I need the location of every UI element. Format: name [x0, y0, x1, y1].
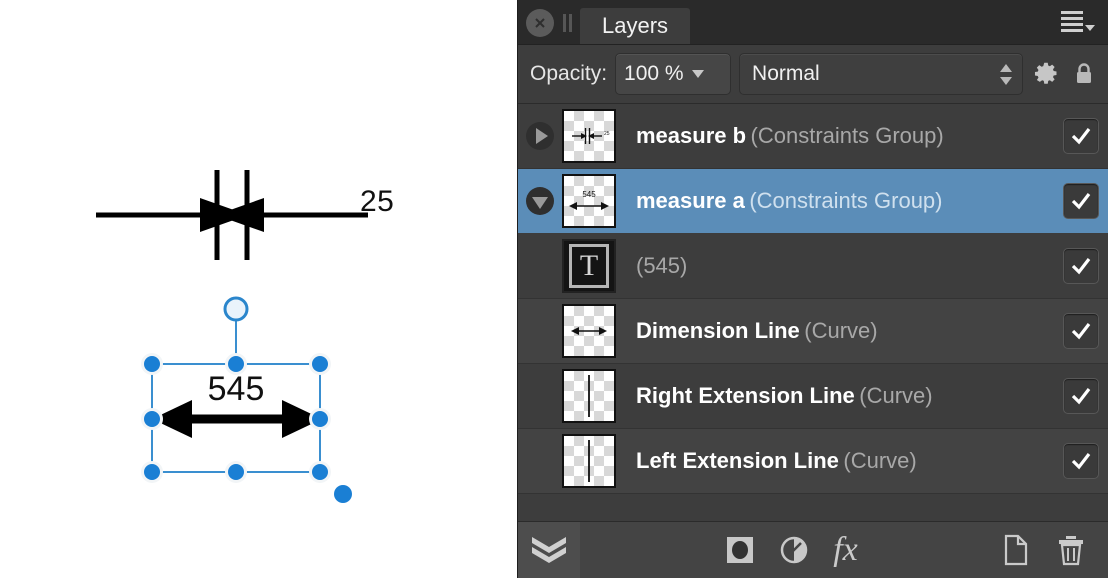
table-row[interactable]: Right Extension Line (Curve) [518, 364, 1108, 429]
adjustment-icon[interactable] [779, 535, 809, 565]
table-row[interactable]: Dimension Line (Curve) [518, 299, 1108, 364]
layer-name-cell: Right Extension Line (Curve) [616, 383, 1063, 409]
layer-visibility-checkbox[interactable] [1063, 443, 1099, 479]
fx-label: fx [833, 531, 858, 568]
layer-thumbnail[interactable]: 25 [562, 109, 616, 163]
layers-panel: Layers Opacity: 100 % Normal [517, 0, 1108, 578]
layer-visibility-checkbox[interactable] [1063, 313, 1099, 349]
chevron-down-icon[interactable] [691, 70, 704, 78]
disclosure-triangle-expanded[interactable] [518, 187, 562, 215]
layer-visibility-checkbox[interactable] [1063, 118, 1099, 154]
layer-kind: (Curve) [859, 383, 933, 408]
table-row[interactable]: T (545) [518, 234, 1108, 299]
opacity-input[interactable]: 100 % [615, 53, 732, 95]
measure-b-artwork[interactable] [80, 160, 420, 270]
chevron-down-icon [1085, 25, 1095, 31]
hamburger-bars [1061, 11, 1083, 32]
document-canvas[interactable]: 25 545 [0, 0, 517, 578]
panel-menu-icon[interactable] [1061, 11, 1095, 32]
tab-layers[interactable]: Layers [580, 8, 691, 44]
layer-list[interactable]: 25 measure b (Constraints Group) [518, 104, 1108, 521]
table-row[interactable]: 545 measure a (Constraints Group) [518, 169, 1108, 234]
disclosure-triangle-collapsed[interactable] [518, 122, 562, 150]
new-layer-icon[interactable] [1003, 534, 1029, 566]
layer-kind: (Curve) [804, 318, 878, 343]
tab-layers-label: Layers [602, 13, 669, 38]
layer-name: measure b [636, 123, 747, 148]
blend-mode-value: Normal [752, 62, 820, 85]
opacity-label: Opacity: [530, 62, 608, 85]
panel-tabbar: Layers [518, 0, 1108, 45]
measure-a-value-label: 545 [207, 370, 265, 408]
layer-stack-icon[interactable] [518, 522, 580, 578]
chevron-right-icon [535, 128, 548, 144]
chevron-down-icon [532, 196, 548, 209]
layer-visibility-checkbox[interactable] [1063, 248, 1099, 284]
pause-grip-icon[interactable] [560, 12, 574, 34]
close-icon[interactable] [526, 9, 554, 37]
layer-visibility-checkbox[interactable] [1063, 378, 1099, 414]
layer-thumbnail[interactable] [562, 369, 616, 423]
blend-mode-select[interactable]: Normal [739, 53, 1023, 95]
add-mask-icon[interactable] [725, 535, 755, 565]
layer-name: Right Extension Line [636, 383, 855, 408]
table-row[interactable]: 25 measure b (Constraints Group) [518, 104, 1108, 169]
layer-name-cell: measure a (Constraints Group) [616, 188, 1063, 214]
layer-thumbnail[interactable]: 545 [562, 174, 616, 228]
bottom-toolbar-center: fx [580, 533, 1003, 567]
svg-text:545: 545 [582, 190, 596, 199]
layer-name-cell: Dimension Line (Curve) [616, 318, 1063, 344]
opacity-value: 100 % [624, 62, 684, 85]
table-row[interactable]: Left Extension Line (Curve) [518, 429, 1108, 494]
measure-a-selection-group[interactable] [130, 292, 400, 517]
layer-thumbnail[interactable]: T [562, 239, 616, 293]
layer-thumbnail[interactable] [562, 434, 616, 488]
layer-name: (545) [636, 253, 688, 278]
layer-name-cell: Left Extension Line (Curve) [616, 448, 1063, 474]
layer-kind: (Constraints Group) [750, 123, 944, 148]
fx-icon[interactable]: fx [833, 533, 858, 567]
stepper-up-icon[interactable] [1000, 63, 1012, 72]
blend-mode-stepper[interactable] [1000, 63, 1014, 85]
disclosure-circle [526, 122, 554, 150]
layer-name-cell: measure b (Constraints Group) [616, 123, 1063, 149]
gear-icon[interactable] [1031, 61, 1061, 87]
layers-bottom-toolbar: fx [518, 521, 1108, 578]
layer-name: measure a [636, 188, 745, 213]
layer-name-cell: (545) [616, 253, 1063, 279]
disclosure-circle [526, 187, 554, 215]
layer-kind: (Curve) [843, 448, 917, 473]
layer-thumbnail[interactable] [562, 304, 616, 358]
bottom-toolbar-right [1003, 534, 1108, 566]
lock-icon[interactable] [1069, 61, 1099, 87]
layer-name: Dimension Line [636, 318, 800, 343]
layer-visibility-checkbox[interactable] [1063, 183, 1099, 219]
svg-text:25: 25 [604, 131, 610, 137]
text-layer-icon: T [569, 244, 609, 288]
trash-icon[interactable] [1057, 534, 1085, 566]
measure-b-value-label: 25 [360, 185, 395, 218]
layer-options-bar: Opacity: 100 % Normal [518, 45, 1108, 104]
stepper-down-icon[interactable] [1000, 76, 1012, 85]
layer-kind: (Constraints Group) [749, 188, 943, 213]
layer-name: Left Extension Line [636, 448, 839, 473]
